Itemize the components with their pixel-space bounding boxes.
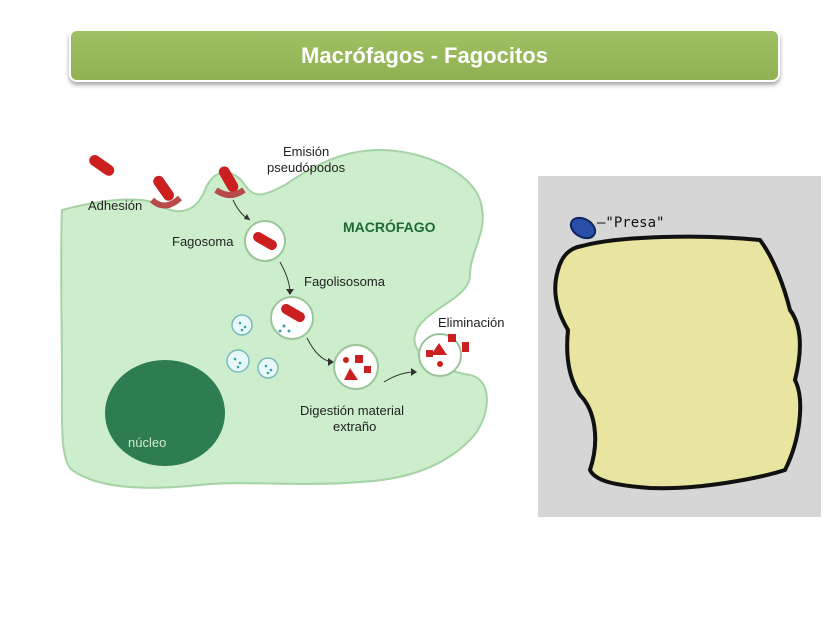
adhesion-label: Adhesión [88, 198, 142, 213]
bacterium-free [89, 155, 115, 176]
digestion-label-1: Digestión material [300, 403, 404, 418]
prey-label: —"Presa" [597, 215, 664, 231]
macrophage-cell-animated [553, 234, 803, 491]
eliminacion-label: Eliminación [438, 315, 504, 330]
emision-label-2: pseudópodos [267, 160, 346, 175]
macrofago-label: MACRÓFAGO [343, 218, 436, 235]
emision-label-1: Emisión [283, 144, 329, 159]
fagosoma-label: Fagosoma [172, 234, 234, 249]
slide-title: Macrófagos - Fagocitos [69, 29, 780, 82]
prey-bacterium [569, 216, 597, 240]
digestion-label-2: extraño [333, 419, 376, 434]
bacterium-adhesion [153, 175, 174, 201]
lysosomes [226, 314, 279, 379]
nucleus-label: núcleo [128, 435, 166, 450]
nucleus [105, 360, 225, 466]
adhesion-receptor [149, 195, 183, 209]
pseudopod-receptor [214, 187, 246, 198]
bacterium-pseudopod [218, 166, 239, 193]
fagolisosoma-label: Fagolisosoma [304, 274, 386, 289]
